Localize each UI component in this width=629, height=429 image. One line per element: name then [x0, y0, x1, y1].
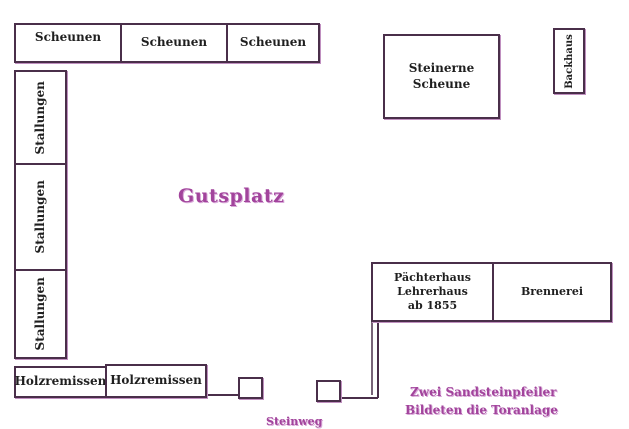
building-steinerne-scheune: Steinerne Scheune	[383, 34, 500, 119]
building-scheunen-3: Scheunen	[226, 23, 320, 63]
road-label: Steinweg	[266, 415, 323, 428]
building-label-line-2: Scheune	[412, 76, 471, 91]
building-label: Scheunen	[239, 35, 307, 50]
building-brennerei: Brennerei	[492, 262, 612, 322]
gate-note-line-2: Bildeten die Toranlage	[405, 403, 558, 417]
building-paechterhaus: Pächterhaus Lehrerhaus ab 1855	[371, 262, 494, 322]
building-label: Backhaus	[563, 33, 575, 89]
gate-pillar-right	[316, 380, 341, 402]
building-backhaus: Backhaus	[553, 28, 585, 94]
building-label: Holzremissen	[110, 373, 202, 388]
building-holzremissen-1: Holzremissen	[14, 366, 107, 398]
building-label: Stallungen	[32, 180, 47, 254]
building-label: Stallungen	[32, 277, 47, 351]
building-label: Scheunen	[140, 35, 208, 50]
building-label-line-3: ab 1855	[407, 299, 458, 313]
building-label: Scheunen	[34, 30, 102, 45]
building-stallungen-3: Stallungen	[14, 269, 67, 359]
building-label: Holzremissen	[14, 374, 107, 389]
building-holzremissen-2: Holzremissen	[105, 364, 207, 398]
building-label-line-1: Steinerne	[408, 60, 475, 75]
building-label: Brennerei	[520, 284, 584, 298]
building-label-line-2: Lehrerhaus	[397, 284, 468, 298]
building-label: Stallungen	[32, 80, 47, 155]
gate-note-line-1: Zwei Sandsteinpfeiler	[410, 385, 557, 399]
gate-pillar-left	[238, 377, 263, 399]
building-scheunen-2: Scheunen	[120, 23, 228, 63]
building-scheunen-1: Scheunen	[14, 23, 122, 63]
building-label-line-1: Pächterhaus	[394, 270, 471, 284]
building-stallungen-2: Stallungen	[14, 163, 67, 271]
building-stallungen-1: Stallungen	[14, 70, 67, 165]
courtyard-label: Gutsplatz	[178, 185, 285, 207]
